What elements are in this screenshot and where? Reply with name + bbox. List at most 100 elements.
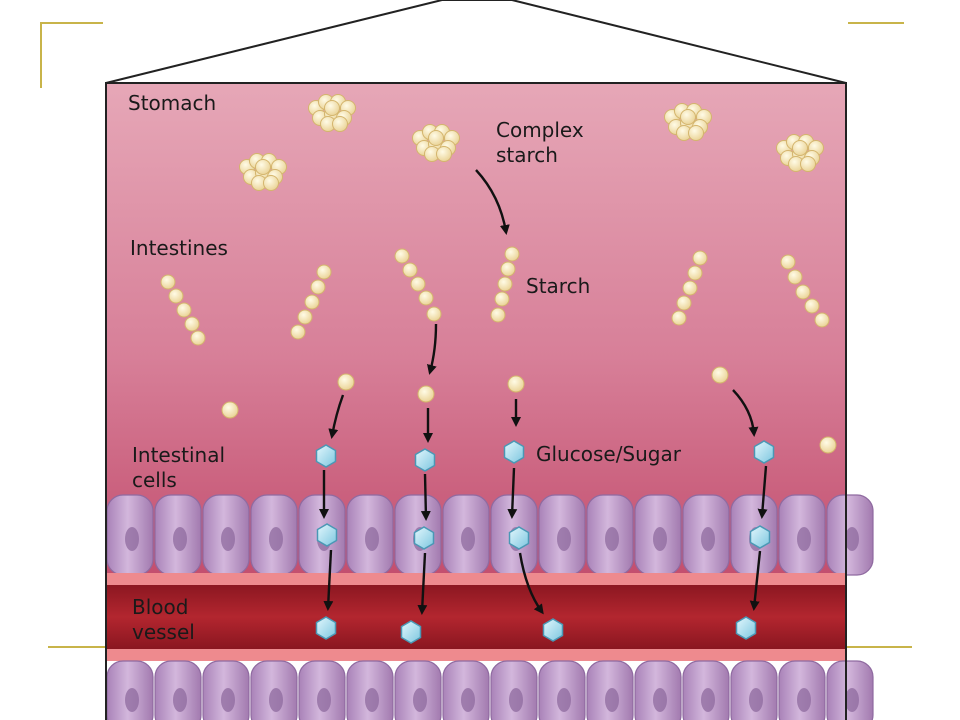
intestinal-cell-nucleus [269, 527, 283, 551]
complex-starch-cluster [255, 159, 271, 175]
slide-bottom-left-line [48, 646, 106, 648]
complex-starch-cluster [263, 175, 279, 191]
glucose-molecule [503, 440, 525, 464]
lower-cell-nucleus [749, 688, 763, 712]
starch-chain-bead [316, 264, 332, 280]
starch-chain-bead [402, 262, 418, 278]
free-starch-bead [507, 375, 525, 393]
starch-chain-bead [814, 312, 830, 328]
lower-cell-nucleus [413, 688, 427, 712]
free-starch-bead [711, 366, 729, 384]
glucose-molecules [315, 440, 775, 644]
intestinal-cell-nucleus [605, 527, 619, 551]
intestinal-cell-nucleus [797, 527, 811, 551]
starch-chain-bead [304, 294, 320, 310]
lower-cell-nucleus [365, 688, 379, 712]
intestinal-cell-nucleus [653, 527, 667, 551]
flow-arrow [757, 465, 768, 519]
free-starch-bead [819, 436, 837, 454]
free-starch-bead [221, 401, 239, 419]
lower-cell-nucleus [269, 688, 283, 712]
lower-cell-nucleus [221, 688, 235, 712]
lower-cell-nucleus [173, 688, 187, 712]
label-starch: Starch [526, 274, 590, 298]
glucose-molecule [315, 444, 337, 468]
lower-cell-nucleus [461, 688, 475, 712]
intestinal-cell-nucleus [125, 527, 139, 551]
lower-cell-nucleus [653, 688, 667, 712]
starch-chain-bead [190, 330, 206, 346]
blood-vessel-wall-bottom [106, 649, 846, 661]
starch-chain-bead [497, 276, 513, 292]
lower-cell-nucleus [701, 688, 715, 712]
label-glucose: Glucose/Sugar [536, 442, 682, 466]
glucose-molecule [735, 616, 757, 640]
glucose-molecule [413, 526, 435, 550]
starch-chain-bead [804, 298, 820, 314]
starch-chain-bead [394, 248, 410, 264]
starch-chain-bead [184, 316, 200, 332]
flow-arrow [732, 389, 759, 437]
starch-chain-bead [176, 302, 192, 318]
flow-arrow [328, 394, 345, 439]
flow-arrow [323, 549, 334, 611]
starch-chain-bead [671, 310, 687, 326]
intestinal-cell-nucleus [173, 527, 187, 551]
starch-chain-bead [290, 324, 306, 340]
intestinal-cell-nucleus [557, 527, 571, 551]
slide-corner-vertical [40, 22, 42, 88]
label-blood-vessel-2: vessel [132, 620, 195, 644]
intestinal-cell-nucleus [365, 527, 379, 551]
complex-starch-cluster [324, 100, 340, 116]
label-complex-starch-2: starch [496, 143, 558, 167]
starch-chain-bead [490, 307, 506, 323]
complex-starch-cluster [792, 140, 808, 156]
complex-starch-cluster [680, 109, 696, 125]
lower-cell-nucleus [605, 688, 619, 712]
intestinal-cell-nucleus [461, 527, 475, 551]
free-starch-bead [417, 385, 435, 403]
starch-chain-bead [780, 254, 796, 270]
starch-chain-bead [494, 291, 510, 307]
flow-arrow [427, 323, 438, 375]
glucose-molecule [753, 440, 775, 464]
flow-arrow [507, 467, 518, 519]
lower-cell-nucleus [317, 688, 331, 712]
complex-starch-cluster [332, 116, 348, 132]
glucose-molecule [508, 526, 530, 550]
label-stomach: Stomach [128, 91, 216, 115]
starch-chain-bead [687, 265, 703, 281]
glucose-molecule [316, 523, 338, 547]
complex-starch-cluster [800, 156, 816, 172]
glucose-molecule [400, 620, 422, 644]
diagram-border [105, 82, 847, 720]
intestinal-cell-nucleus [221, 527, 235, 551]
starch-elements [160, 94, 837, 454]
blood-vessel [106, 585, 846, 649]
starch-chain-bead [426, 306, 442, 322]
flow-arrow [420, 473, 431, 521]
starch-chain-bead [418, 290, 434, 306]
arrows [319, 169, 768, 615]
intestinal-cell-nucleus [701, 527, 715, 551]
lower-cell-layer [106, 660, 874, 720]
lower-cell-nucleus [509, 688, 523, 712]
flow-arrow [518, 552, 544, 615]
starch-chain-bead [787, 269, 803, 285]
label-intestines: Intestines [130, 236, 228, 260]
complex-starch-cluster [436, 146, 452, 162]
starch-chain-bead [410, 276, 426, 292]
complex-starch-cluster [428, 130, 444, 146]
label-intestinal-cells-2: cells [132, 468, 177, 492]
starch-chain-bead [692, 250, 708, 266]
starch-chain-bead [297, 309, 313, 325]
starch-chain-bead [168, 288, 184, 304]
blood-vessel-wall-top [106, 573, 846, 585]
label-blood-vessel-1: Blood [132, 595, 188, 619]
diagram-roof [105, 0, 847, 84]
flow-arrow [475, 169, 510, 235]
label-complex-starch-1: Complex [496, 118, 584, 142]
free-starch-bead [337, 373, 355, 391]
slide-bottom-right-line [846, 646, 912, 648]
